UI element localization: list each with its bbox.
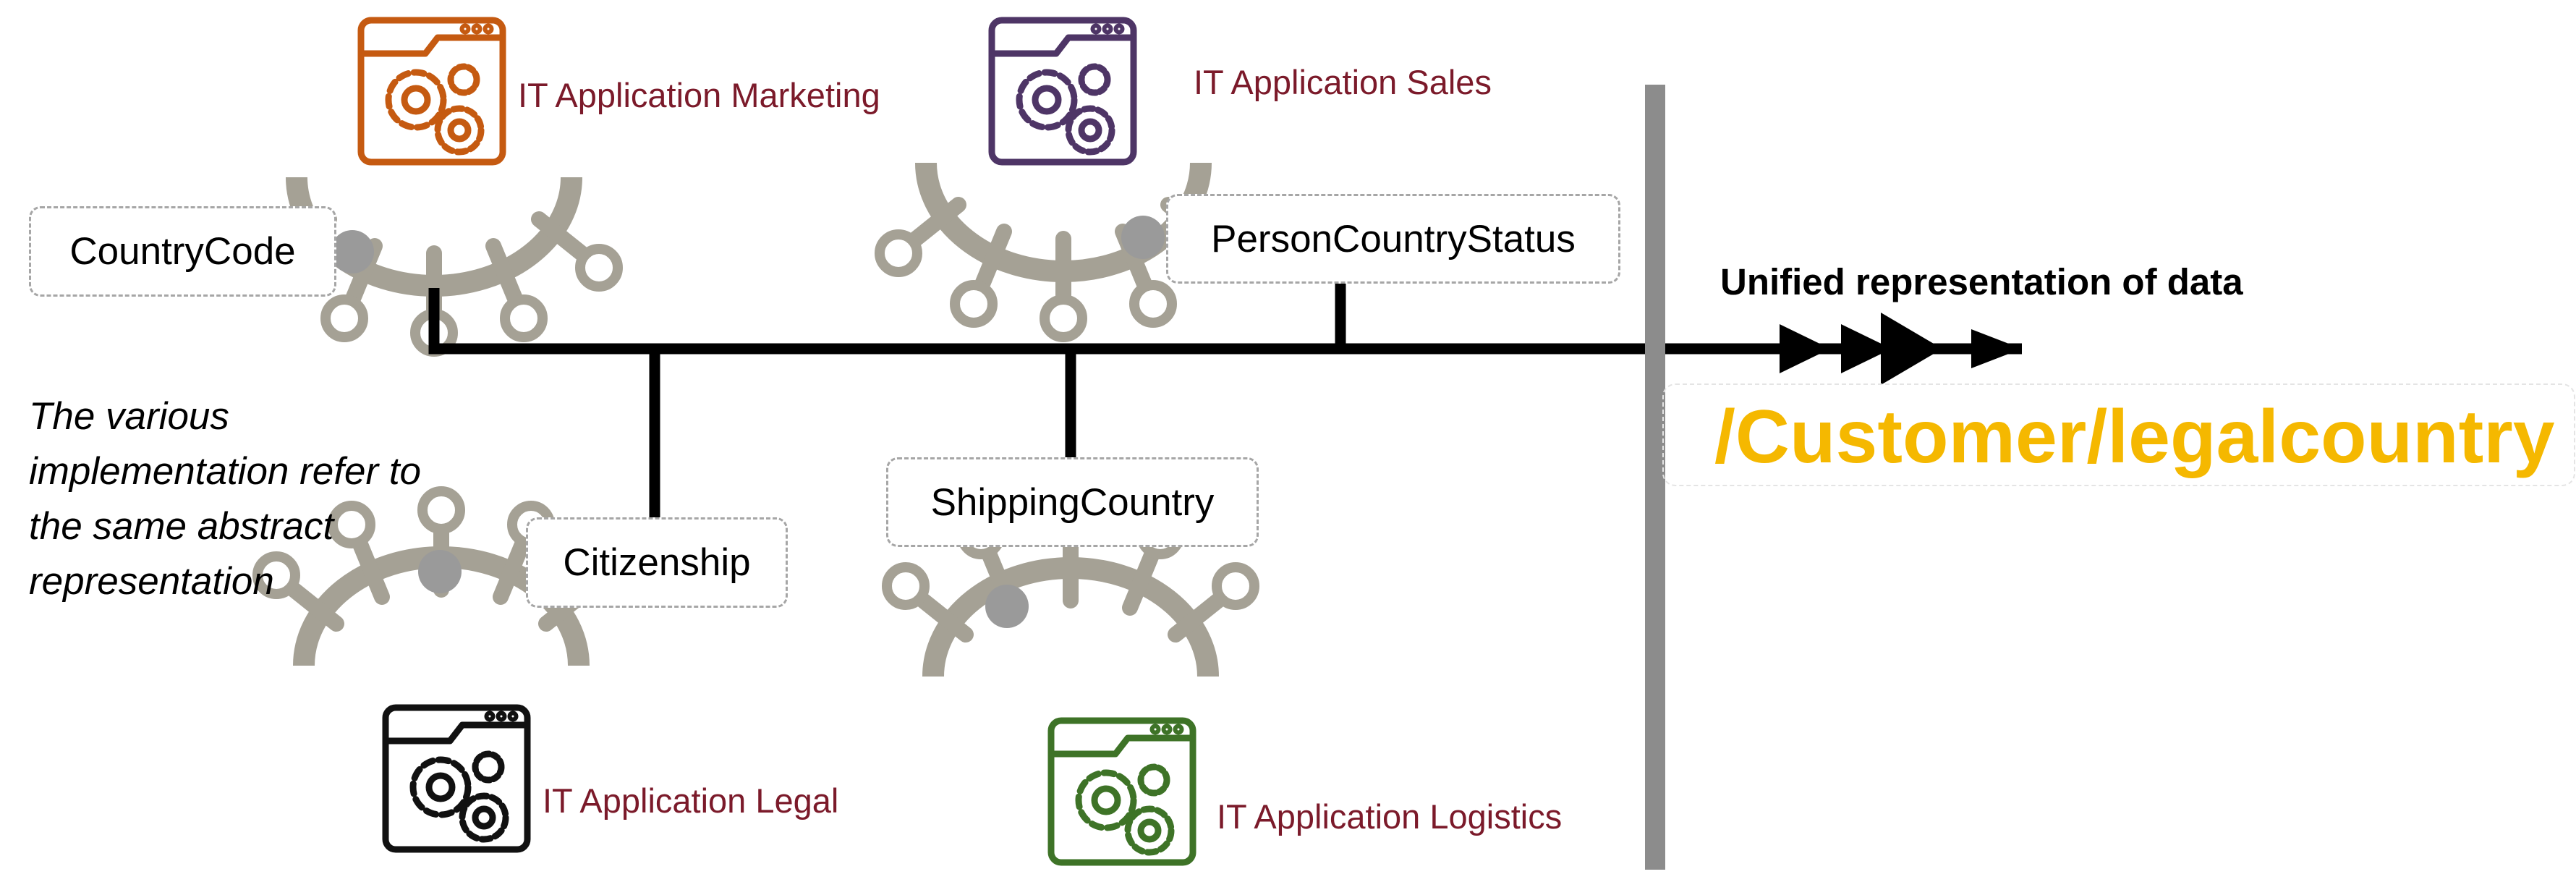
abstraction-note: The various implementation refer to the …: [29, 389, 421, 609]
hub-logistics: [887, 502, 1254, 677]
legal-app-icon: [382, 704, 531, 853]
note-line: representation: [29, 560, 274, 603]
field-citizenship: Citizenship: [526, 517, 788, 608]
legal-app-label: IT Application Legal: [543, 781, 839, 820]
note-line: the same abstract: [29, 505, 334, 548]
field-label: CountryCode: [69, 230, 296, 273]
marketing-app-label: IT Application Marketing: [518, 76, 880, 114]
divider: [1645, 85, 1665, 870]
hub-sales: [880, 163, 1247, 337]
sales-app-label: IT Application Sales: [1194, 63, 1492, 101]
logistics-app-icon: [1047, 717, 1196, 866]
field-country-code: CountryCode: [29, 206, 336, 297]
marketing-app-icon: [357, 17, 506, 166]
hub-marketing: [250, 177, 618, 352]
field-shipping-country: ShippingCountry: [886, 457, 1259, 547]
note-line: The various: [29, 395, 229, 438]
unified-representation-path: /Customer/legalcountry: [1714, 395, 2555, 479]
unified-representation-title: Unified representation of data: [1720, 261, 2243, 302]
sales-app-icon: [988, 17, 1137, 166]
field-label: Citizenship: [563, 541, 751, 584]
note-line: implementation refer to: [29, 450, 422, 493]
field-label: ShippingCountry: [930, 480, 1215, 524]
field-label: PersonCountryStatus: [1211, 217, 1576, 260]
field-person-country-status: PersonCountryStatus: [1166, 194, 1620, 284]
unified-representation-box: [1662, 383, 2575, 486]
hub-legal: [258, 491, 625, 666]
flow-arrow-icon: [1780, 313, 2022, 385]
logistics-app-label: IT Application Logistics: [1217, 797, 1563, 836]
